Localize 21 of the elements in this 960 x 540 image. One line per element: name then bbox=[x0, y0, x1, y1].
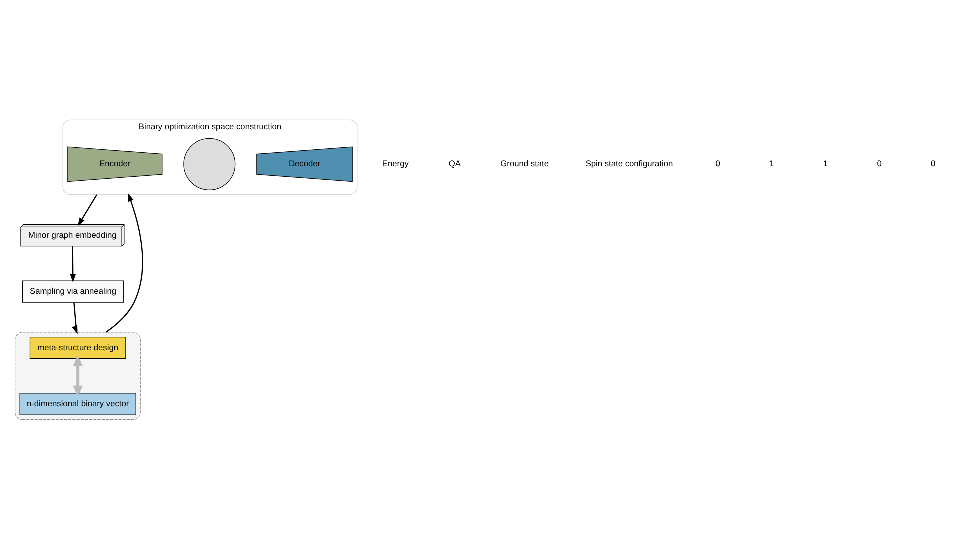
label: Energy bbox=[382, 158, 409, 169]
arrow bbox=[72, 302, 78, 334]
node-circle bbox=[184, 138, 236, 190]
label: QA bbox=[448, 158, 461, 169]
label: 0 bbox=[931, 158, 936, 169]
node-box: Decoder bbox=[256, 146, 353, 182]
node-box: Encoder bbox=[68, 146, 163, 182]
arrow bbox=[73, 355, 83, 398]
label: 1 bbox=[770, 158, 774, 169]
label: Ground state bbox=[500, 158, 550, 169]
arrow bbox=[78, 194, 98, 226]
arrow bbox=[70, 246, 76, 283]
label: Spin state configuration bbox=[586, 158, 674, 169]
label: 1 bbox=[823, 158, 828, 169]
node-box: Sampling via annealing bbox=[22, 280, 124, 303]
node-box: meta-structure design bbox=[30, 336, 126, 360]
node-box: n-dimensional binary vector bbox=[20, 393, 136, 416]
cluster bbox=[14, 332, 142, 420]
label: 0 bbox=[877, 158, 882, 169]
label: 0 bbox=[716, 158, 720, 169]
arrow bbox=[106, 193, 144, 333]
